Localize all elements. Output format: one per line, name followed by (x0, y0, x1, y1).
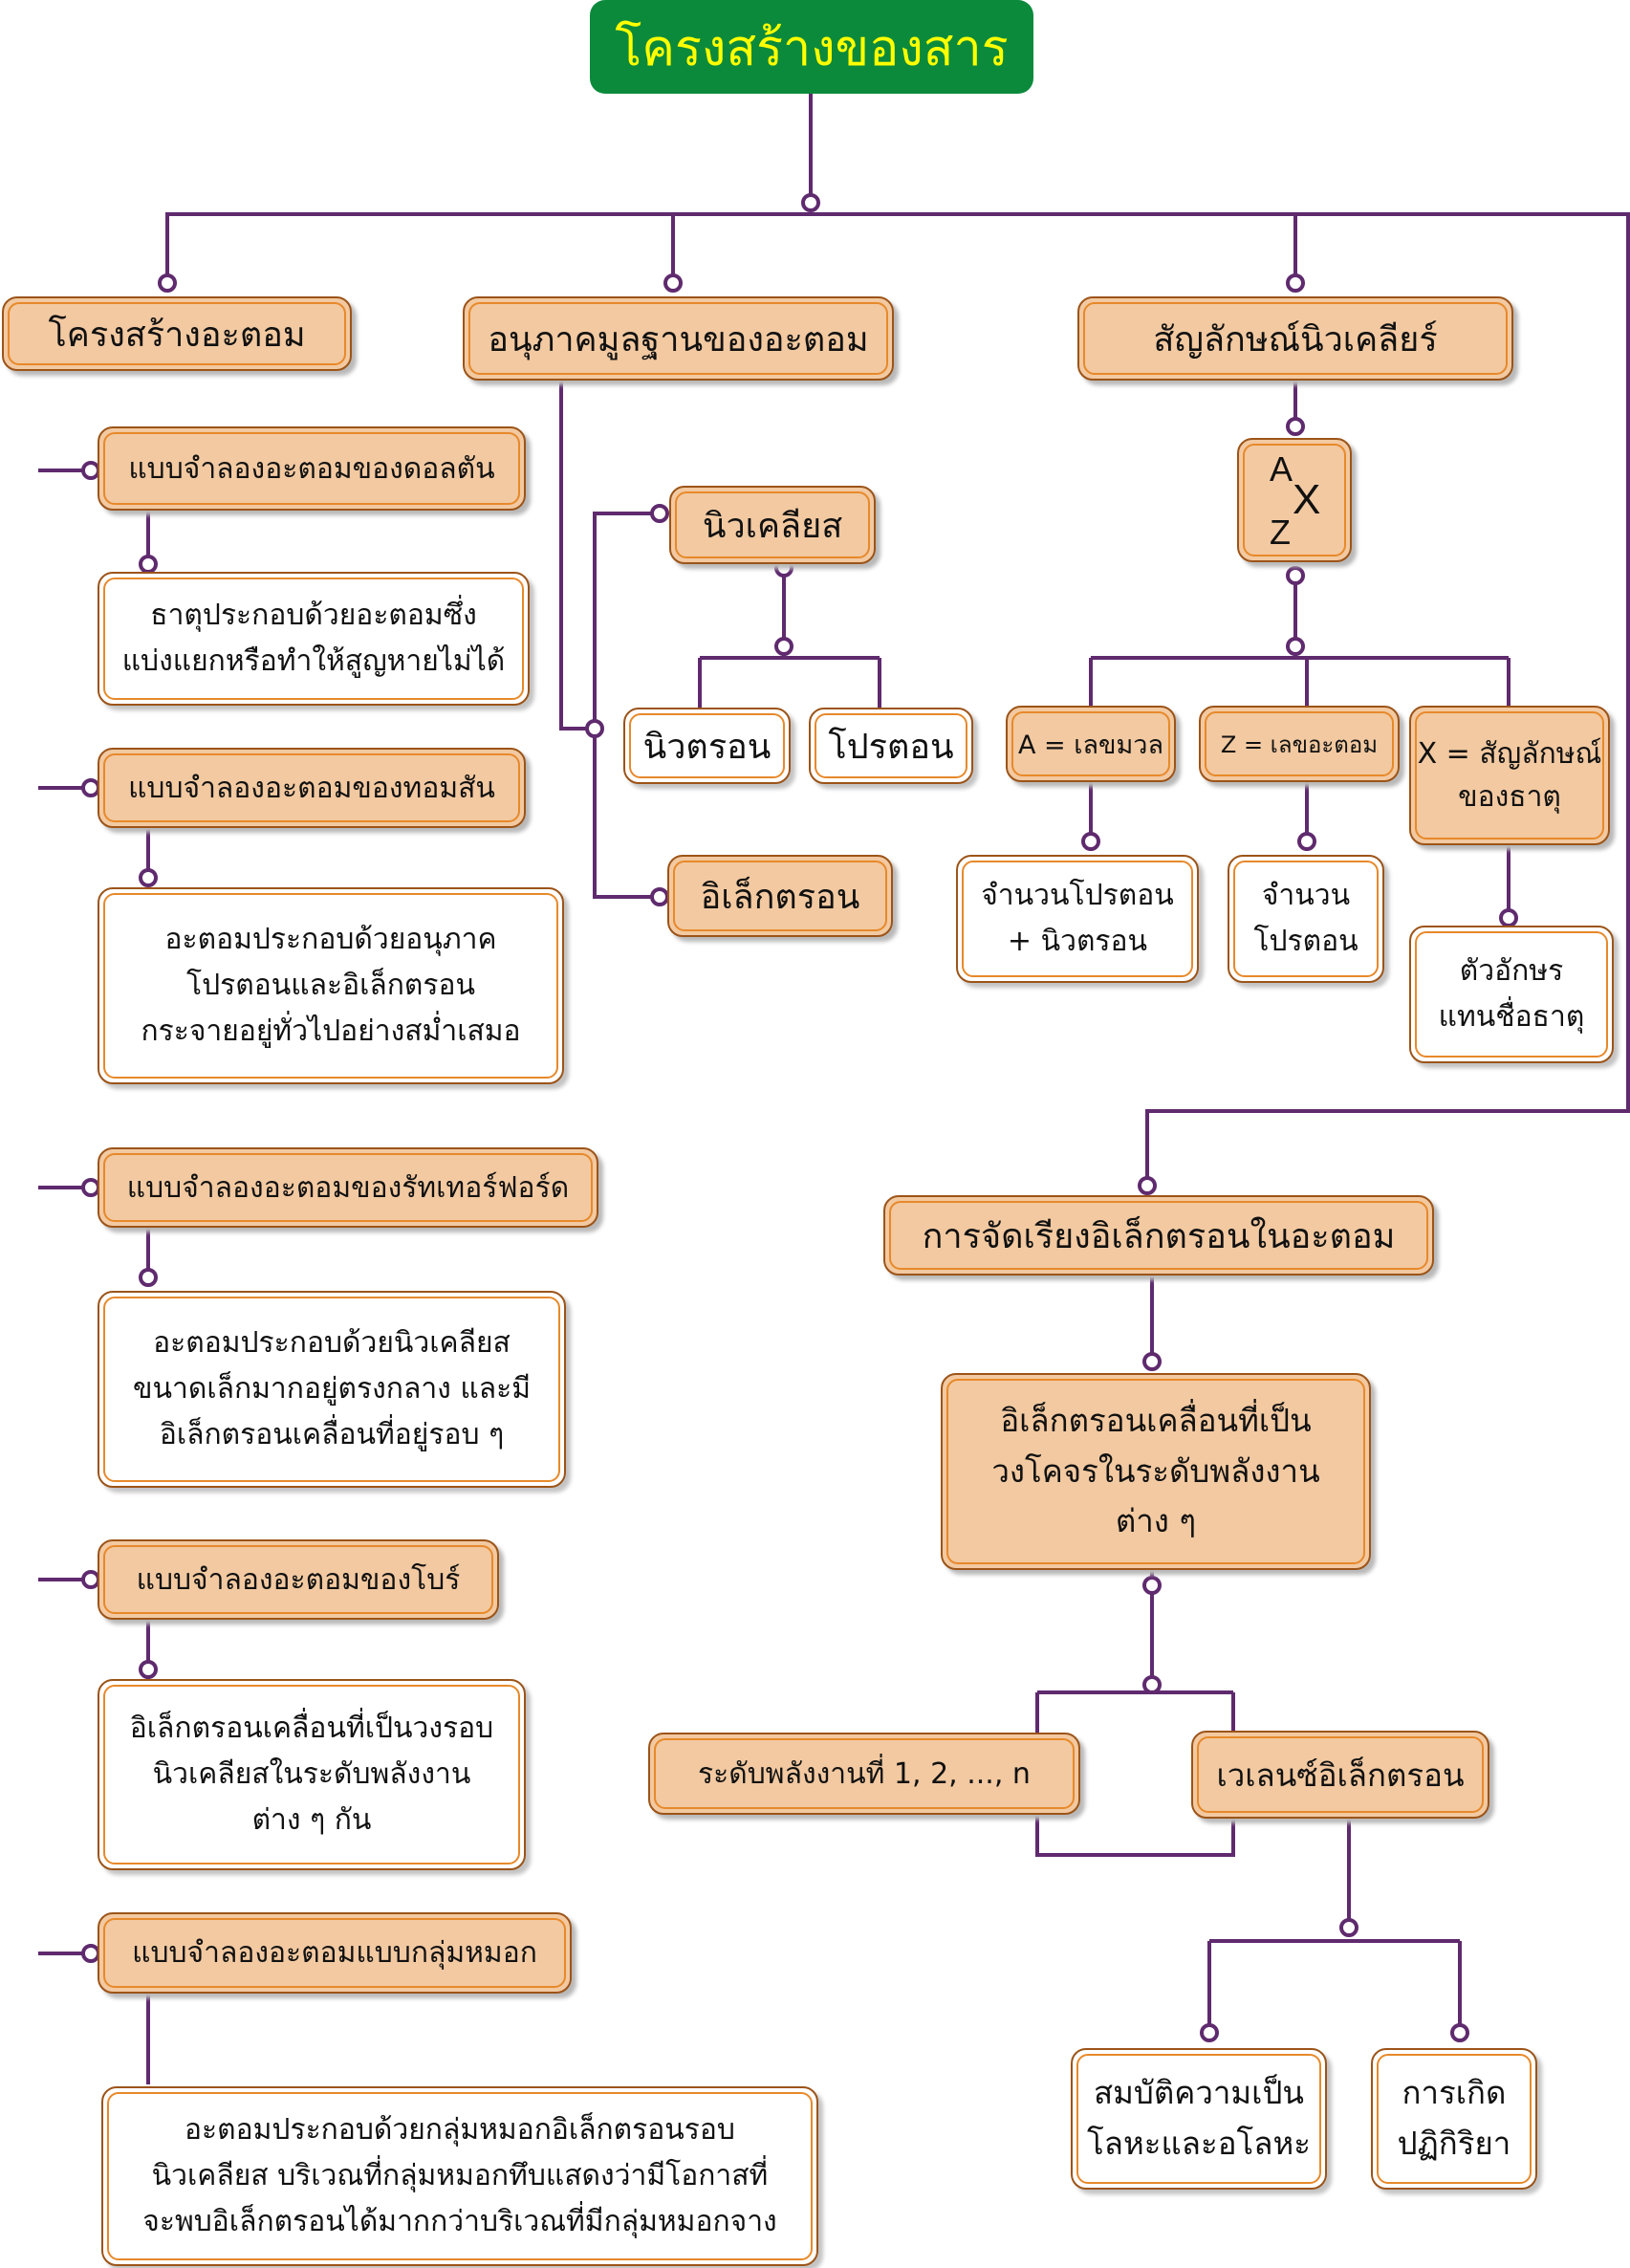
atomic-number-description: จำนวนโปรตอน (1228, 855, 1384, 983)
element-desc-line-1: ตัวอักษร (1459, 954, 1564, 988)
rutherford-model-heading: แบบจำลองอะตอมของรัทเทอร์ฟอร์ด (98, 1147, 598, 1228)
cloud-line-2: นิวเคลียส บริเวณที่กลุ่มหมอกทึบแสดงว่ามี… (151, 2159, 769, 2192)
bohr-line-2: นิวเคลียสในระดับพลังงาน (152, 1757, 471, 1791)
atomic-number-box: Z = เลขอะตอม (1199, 706, 1400, 782)
cloud-line-1: อะตอมประกอบด้วยกลุ่มหมอกอิเล็กตรอนรอบ (185, 2113, 735, 2147)
bohr-line-3: ต่าง ๆ กัน (251, 1803, 372, 1837)
nucleus-box: นิวเคลียส (669, 486, 876, 564)
mass-number-label: A = เลขมวล (1018, 730, 1163, 760)
neutron-label: นิวตรอน (642, 727, 772, 767)
metal-property-line-2: โลหะและอโลหะ (1087, 2125, 1311, 2162)
bohr-model-heading: แบบจำลองอะตอมของโบร์ (98, 1539, 499, 1620)
nuclear-symbol-box (1237, 438, 1352, 562)
reaction-line-2: ปฏิกิริยา (1397, 2125, 1511, 2162)
thomson-line-2: โปรตอนและอิเล็กตรอน (185, 969, 476, 1002)
reaction-box: การเกิดปฏิกิริยา (1371, 2048, 1537, 2190)
mass-number-description: จำนวนโปรตอน + นิวตรอน (956, 855, 1199, 983)
fundamental-particles-label: อนุภาคมูลฐานของอะตอม (488, 319, 869, 360)
proton-label: โปรตอน (828, 727, 954, 767)
cloud-model-name: แบบจำลองอะตอมแบบกลุ่มหมอก (132, 1936, 537, 1970)
element-symbol: X (1293, 476, 1321, 523)
rutherford-line-1: อะตอมประกอบด้วยนิวเคลียส (153, 1326, 511, 1360)
thomson-line-1: อะตอมประกอบด้วยอนุภาค (164, 923, 497, 956)
nuclear-symbol-label: สัญลักษณ์นิวเคลียร์ (1153, 319, 1438, 360)
nuclear-symbol-glyph: A X Z (1237, 438, 1352, 562)
energy-levels-label: ระดับพลังงานที่ 1, 2, ..., n (698, 1756, 1031, 1791)
atomic-desc-line-1: จำนวน (1261, 879, 1351, 912)
element-symbol-line-2: ของธาตุ (1458, 780, 1561, 814)
electron-box: อิเล็กตรอน (667, 855, 893, 937)
cloud-line-3: จะพบอิเล็กตรอนได้มากกว่าบริเวณที่มีกลุ่ม… (142, 2205, 777, 2238)
dalton-model-name: แบบจำลองอะตอมของดอลตัน (128, 451, 495, 486)
main-title-text: โครงสร้างของสาร (615, 19, 1009, 77)
orbit-line-3: ต่าง ๆ (1115, 1502, 1197, 1540)
atom-structure-heading: โครงสร้างอะตอม (2, 296, 352, 371)
fundamental-particles-heading: อนุภาคมูลฐานของอะตอม (463, 296, 894, 381)
atomic-number-label: Z = เลขอะตอม (1220, 731, 1379, 758)
element-symbol-box: X = สัญลักษณ์ของธาตุ (1409, 706, 1610, 845)
element-symbol-description: ตัวอักษรแทนชื่อธาตุ (1409, 926, 1614, 1063)
element-desc-line-2: แทนชื่อธาตุ (1438, 1000, 1585, 1034)
mass-desc-line-1: จำนวนโปรตอน (981, 879, 1174, 912)
main-title: โครงสร้างของสาร (590, 0, 1033, 94)
mass-number-box: A = เลขมวล (1006, 706, 1176, 782)
valence-electron-box: เวเลนซ์อิเล็กตรอน (1191, 1731, 1489, 1819)
dalton-model-heading: แบบจำลองอะตอมของดอลตัน (98, 426, 526, 511)
metal-property-line-1: สมบัติความเป็น (1094, 2074, 1304, 2112)
rutherford-model-description: อะตอมประกอบด้วยนิวเคลียสขนาดเล็กมากอยู่ต… (98, 1291, 566, 1488)
mass-number-symbol: A (1270, 449, 1293, 489)
bohr-line-1: อิเล็กตรอนเคลื่อนที่เป็นวงรอบ (129, 1712, 494, 1745)
rutherford-line-2: ขนาดเล็กมากอยู่ตรงกลาง และมี (133, 1372, 531, 1406)
cloud-model-description: อะตอมประกอบด้วยกลุ่มหมอกอิเล็กตรอนรอบนิว… (101, 2086, 818, 2266)
atomic-desc-line-2: โปรตอน (1253, 925, 1358, 958)
bohr-model-description: อิเล็กตรอนเคลื่อนที่เป็นวงรอบนิวเคลียสใน… (98, 1679, 526, 1870)
orbit-box: อิเล็กตรอนเคลื่อนที่เป็นวงโคจรในระดับพลั… (941, 1373, 1371, 1570)
thomson-line-3: กระจายอยู่ทั่วไปอย่างสม่ำเสมอ (141, 1014, 521, 1048)
rutherford-line-3: อิเล็กตรอนเคลื่อนที่อยู่รอบ ๆ (159, 1418, 505, 1451)
electron-label: อิเล็กตรอน (700, 877, 860, 917)
orbit-line-1: อิเล็กตรอนเคลื่อนที่เป็น (1000, 1401, 1312, 1439)
valence-electron-label: เวเลนซ์อิเล็กตรอน (1216, 1756, 1465, 1794)
electron-arrangement-heading: การจัดเรียงอิเล็กตรอนในอะตอม (883, 1195, 1434, 1276)
mass-desc-line-2: + นิวตรอน (1007, 925, 1148, 958)
atomic-number-symbol: Z (1270, 512, 1291, 552)
element-symbol-line-1: X = สัญลักษณ์ (1417, 737, 1602, 771)
proton-box: โปรตอน (809, 708, 973, 784)
nucleus-label: นิวเคลียส (702, 506, 843, 546)
atom-structure-label: โครงสร้างอะตอม (48, 315, 306, 355)
cloud-model-heading: แบบจำลองอะตอมแบบกลุ่มหมอก (98, 1912, 572, 1994)
dalton-model-description: ธาตุประกอบด้วยอะตอมซึ่งแบ่งแยกหรือทำให้ส… (98, 572, 530, 706)
thomson-model-name: แบบจำลองอะตอมของทอมสัน (128, 771, 495, 805)
rutherford-model-name: แบบจำลองอะตอมของรัทเทอร์ฟอร์ด (126, 1170, 570, 1205)
dalton-line-2: แบ่งแยกหรือทำให้สูญหายไม่ได้ (121, 644, 506, 678)
dalton-line-1: ธาตุประกอบด้วยอะตอมซึ่ง (150, 599, 477, 632)
thomson-model-heading: แบบจำลองอะตอมของทอมสัน (98, 748, 526, 828)
thomson-model-description: อะตอมประกอบด้วยอนุภาคโปรตอนและอิเล็กตรอน… (98, 887, 564, 1084)
energy-levels-box: ระดับพลังงานที่ 1, 2, ..., n (648, 1733, 1080, 1815)
neutron-box: นิวตรอน (623, 708, 791, 784)
reaction-line-1: การเกิด (1402, 2074, 1507, 2112)
electron-arrangement-label: การจัดเรียงอิเล็กตรอนในอะตอม (922, 1216, 1396, 1256)
metal-property-box: สมบัติความเป็นโลหะและอโลหะ (1071, 2048, 1327, 2190)
orbit-line-2: วงโคจรในระดับพลังงาน (991, 1451, 1320, 1490)
bohr-model-name: แบบจำลองอะตอมของโบร์ (136, 1562, 461, 1597)
nuclear-symbol-heading: สัญลักษณ์นิวเคลียร์ (1077, 296, 1513, 381)
